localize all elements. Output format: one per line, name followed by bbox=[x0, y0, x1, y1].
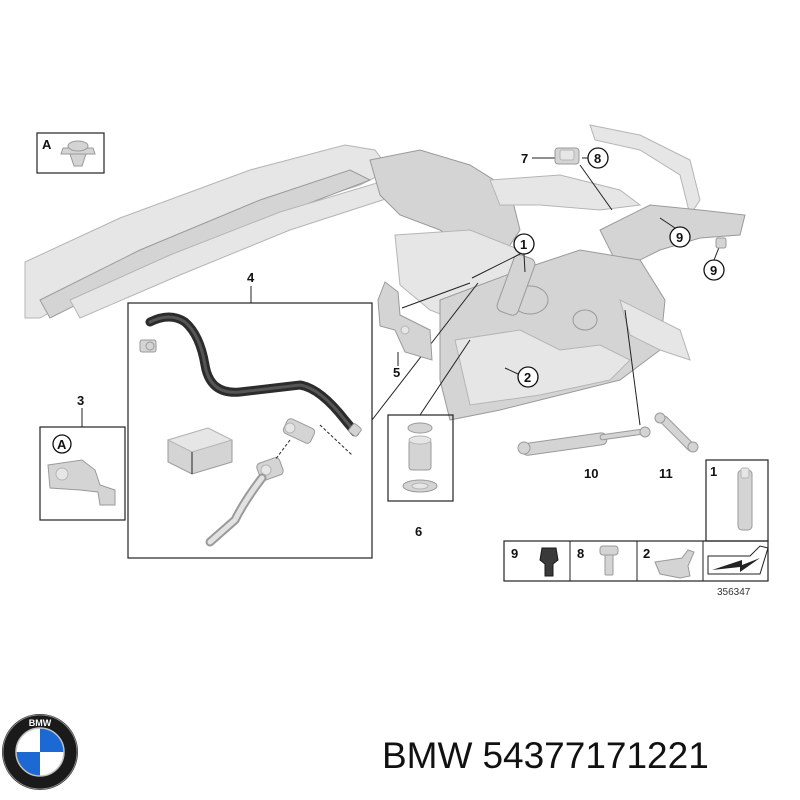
roof-frame-assembly bbox=[24, 124, 746, 421]
detail-box-3 bbox=[39, 426, 126, 521]
pad-part bbox=[166, 427, 234, 475]
callout-11: 11 bbox=[659, 466, 673, 481]
detail-box-a bbox=[36, 132, 105, 174]
legend-part-1: 1 bbox=[705, 459, 769, 542]
svg-text:BMW: BMW bbox=[29, 718, 52, 728]
callout-5: 5 bbox=[393, 365, 400, 380]
gas-strut-10 bbox=[517, 426, 651, 456]
callout-3: 3 bbox=[77, 393, 84, 408]
callout-1: 1 bbox=[520, 237, 527, 252]
part-number: 54377171221 bbox=[482, 735, 709, 776]
callout-a-inset: A bbox=[57, 437, 67, 452]
callout-6: 6 bbox=[415, 524, 422, 539]
callout-4: 4 bbox=[247, 270, 255, 285]
bracket-5-part bbox=[377, 281, 433, 361]
valve-part bbox=[256, 418, 353, 481]
bracket-7-part bbox=[554, 147, 580, 165]
hose-part bbox=[145, 312, 362, 437]
callout-9-b: 9 bbox=[710, 263, 717, 278]
bmw-logo: BMW bbox=[2, 714, 78, 790]
detail-box-4 bbox=[127, 302, 373, 559]
callout-8: 8 bbox=[594, 151, 601, 166]
legend-2-number: 2 bbox=[643, 546, 650, 561]
rod-11 bbox=[654, 412, 699, 453]
callout-9-a: 9 bbox=[676, 230, 683, 245]
clip-a-part bbox=[60, 140, 96, 167]
callout-10: 10 bbox=[584, 466, 598, 481]
clip-part bbox=[139, 339, 157, 353]
brand-name: BMW bbox=[382, 735, 473, 776]
legend-1-number: 1 bbox=[710, 464, 717, 479]
legend-8-number: 8 bbox=[577, 546, 584, 561]
bracket-3-part bbox=[47, 459, 116, 506]
legend-9-number: 9 bbox=[511, 546, 518, 561]
callout-2: 2 bbox=[524, 370, 531, 385]
drawing-number: 356347 bbox=[717, 587, 751, 598]
mount-6-part bbox=[402, 422, 438, 493]
callout-a-top: A bbox=[42, 137, 52, 152]
callout-7: 7 bbox=[521, 151, 528, 166]
tube-part bbox=[205, 473, 267, 547]
legend-row: 9 8 2 bbox=[503, 540, 769, 582]
